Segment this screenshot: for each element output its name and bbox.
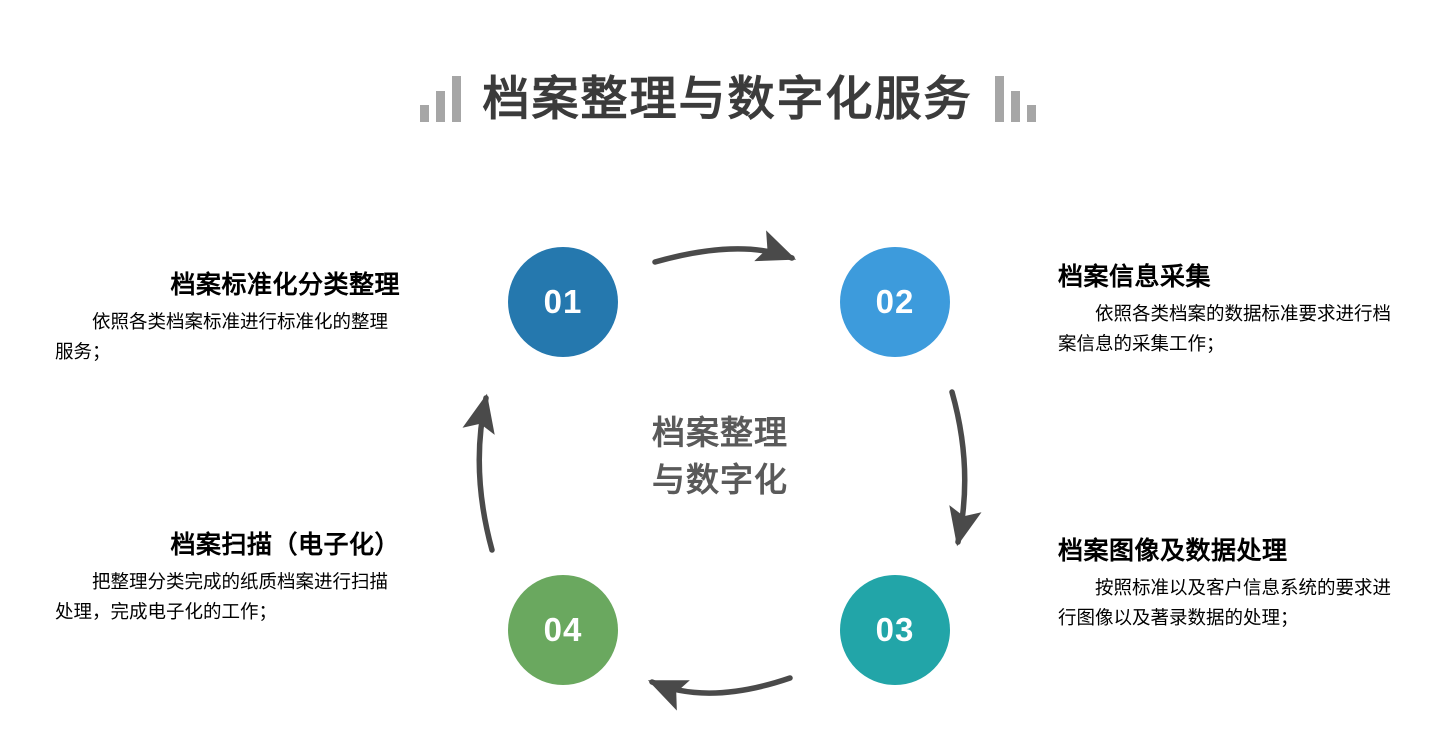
step-number-02: 02 (875, 283, 915, 320)
step-number-04: 04 (543, 611, 583, 648)
center-label: 档案整理 与数字化 (580, 410, 860, 504)
step-text-03: 档案图像及数据处理 按照标准以及客户信息系统的要求进行图像以及著录数据的处理； (1058, 536, 1403, 633)
step-heading-01: 档案标准化分类整理 (170, 271, 400, 299)
cycle-diagram: 01 02 03 04 档案整理 与数字化 (440, 220, 1000, 720)
arrow-02-to-03 (949, 389, 982, 547)
step-heading-03: 档案图像及数据处理 (1058, 537, 1288, 565)
step-text-02: 档案信息采集 依照各类档案的数据标准要求进行档案信息的采集工作； (1058, 262, 1403, 359)
step-heading-02: 档案信息采集 (1058, 263, 1212, 291)
arrow-04-to-01 (462, 393, 495, 553)
ascending-bars-icon (419, 75, 461, 122)
step-body-04: 把整理分类完成的纸质档案进行扫描处理，完成电子化的工作； (55, 571, 389, 623)
step-node-01[interactable]: 01 (508, 247, 618, 357)
page-title-row: 档案整理与数字化服务 (0, 74, 1455, 123)
page-title: 档案整理与数字化服务 (482, 72, 973, 125)
center-label-line-2: 与数字化 (652, 460, 788, 498)
step-body-03: 按照标准以及客户信息系统的要求进行图像以及著录数据的处理； (1058, 577, 1392, 629)
step-number-03: 03 (875, 611, 915, 648)
step-text-01: 档案标准化分类整理 依照各类档案标准进行标准化的整理服务； (55, 270, 400, 367)
step-node-04[interactable]: 04 (508, 575, 618, 685)
step-heading-04: 档案扫描（电子化） (170, 531, 400, 559)
step-number-01: 01 (543, 283, 583, 320)
step-text-04: 档案扫描（电子化） 把整理分类完成的纸质档案进行扫描处理，完成电子化的工作； (55, 530, 400, 627)
step-body-01: 依照各类档案标准进行标准化的整理服务； (55, 311, 389, 363)
step-body-02: 依照各类档案的数据标准要求进行档案信息的采集工作； (1058, 303, 1392, 355)
arrow-01-to-02 (652, 230, 797, 265)
center-label-line-1: 档案整理 (652, 414, 788, 451)
step-node-03[interactable]: 03 (840, 575, 950, 685)
arrow-03-to-04 (647, 675, 793, 711)
cycle-arrows (462, 230, 982, 711)
descending-bars-icon (994, 75, 1036, 122)
step-node-02[interactable]: 02 (840, 247, 950, 357)
